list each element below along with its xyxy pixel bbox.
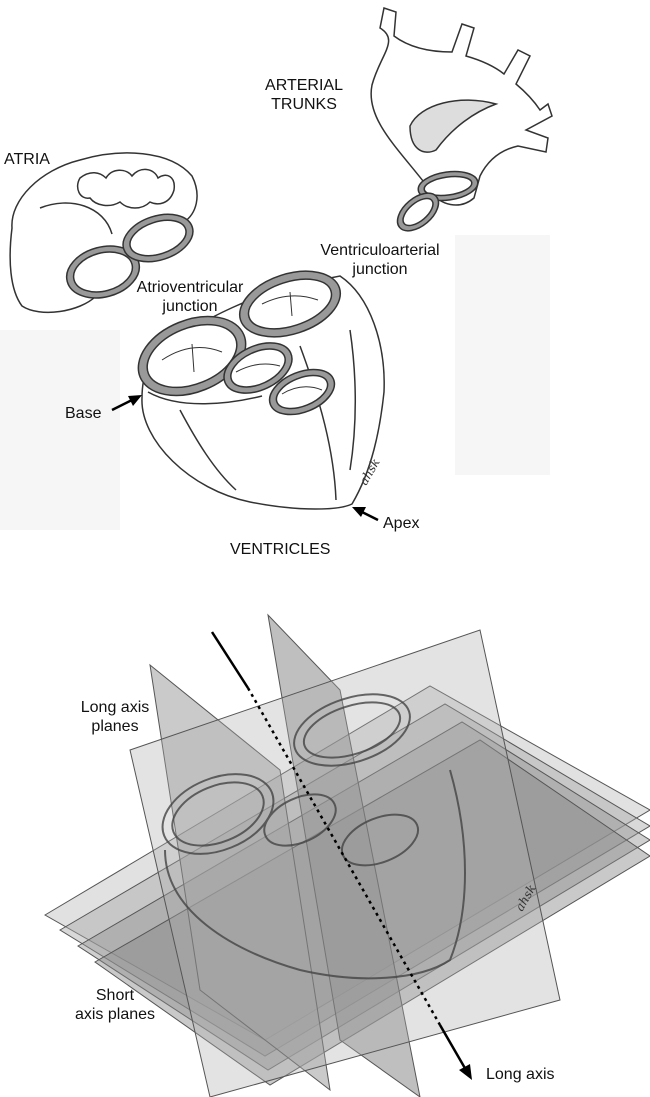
base-label: Base: [65, 405, 102, 422]
apex-arrow: [352, 507, 379, 522]
heart-segments-illustration: ahsk: [0, 7, 553, 530]
arterial-trunks-label-line1: ARTERIAL: [265, 77, 343, 94]
background-block: [455, 235, 550, 475]
atrioventricular-label-line1: Atrioventricular: [136, 279, 244, 296]
long-axis-planes-line2: planes: [91, 718, 139, 735]
apex-label: Apex: [383, 515, 420, 532]
heart-segments-diagram: ahsk ATRIA ARTERIAL TRUNKS Ventriculoart…: [0, 7, 553, 558]
ventriculoarterial-junction-label: Ventriculoarterial junction: [300, 241, 460, 279]
atrioventricular-label-line2: junction: [162, 298, 218, 315]
background-block: [0, 330, 120, 530]
short-axis-planes-line2: axis planes: [74, 1006, 156, 1023]
heart-planes-illustration: ahsk: [44, 613, 650, 1097]
atrioventricular-junction-label: Atrioventricular junction: [120, 278, 260, 316]
long-axis-planes: [129, 613, 561, 1097]
long-axis-plane: [149, 663, 331, 1092]
base-arrow: [111, 395, 142, 412]
arterial-trunks-label: ARTERIAL TRUNKS: [262, 76, 346, 114]
heart-outline: [161, 693, 466, 980]
long-axis-plane: [129, 629, 561, 1097]
heart-planes-diagram: ahsk Long axis planes Short axis planes …: [0, 570, 650, 1097]
long-axis-planes-label: Long axis planes: [70, 698, 160, 736]
atria-drawing: [9, 152, 198, 314]
short-axis-planes-label: Short axis planes: [60, 986, 170, 1024]
ventriculoarterial-label-line2: junction: [352, 261, 408, 278]
ventriculoarterial-label-line1: Ventriculoarterial: [320, 242, 440, 259]
long-axis-label: Long axis: [486, 1066, 555, 1083]
atria-label: ATRIA: [4, 151, 50, 168]
long-axis-line: [210, 631, 472, 1080]
long-axis-planes-line1: Long axis: [80, 699, 150, 716]
short-axis-planes-line1: Short: [95, 987, 135, 1004]
ventricles-drawing: [137, 270, 385, 510]
ventricles-label: VENTRICLES: [230, 541, 331, 558]
arterial-trunks-drawing: [370, 7, 553, 232]
arterial-trunks-label-line2: TRUNKS: [271, 96, 337, 113]
